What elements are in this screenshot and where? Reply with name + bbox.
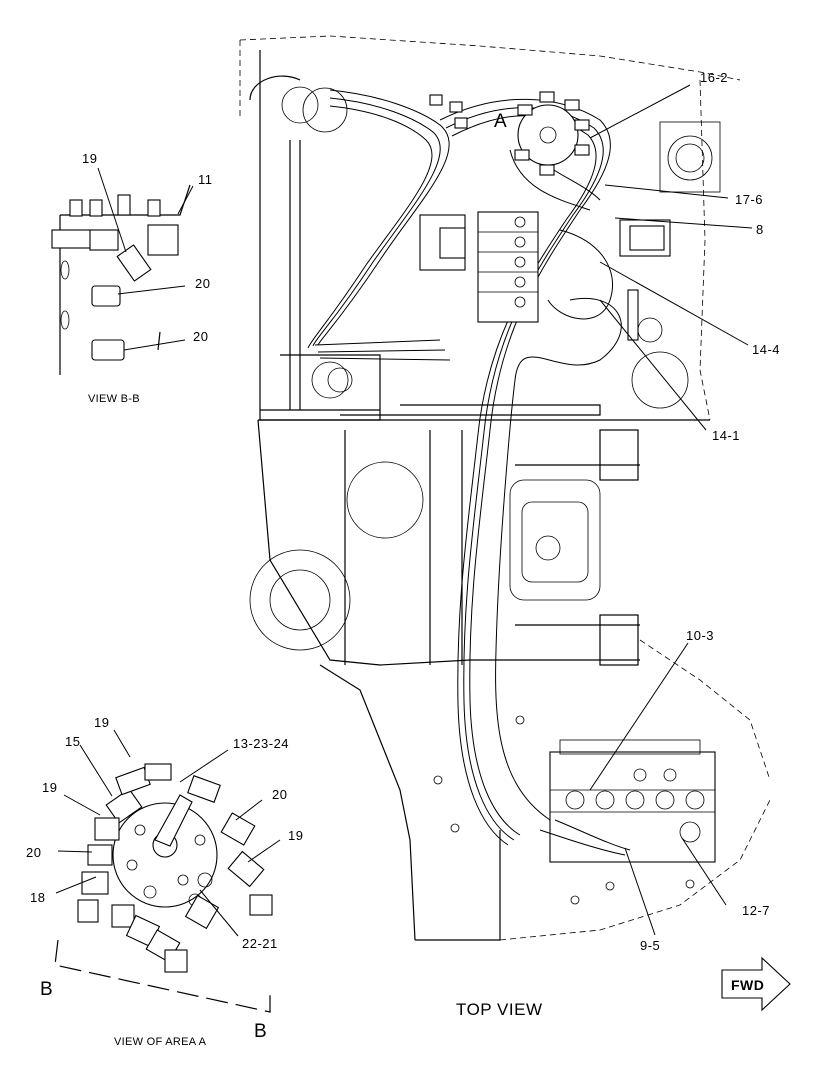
- callout-a-19b: 19: [42, 780, 57, 795]
- middle-manifold: [419, 211, 671, 341]
- callout-labels: 16-2 17-6 8 14-4 14-1 10-3 12-7 9-5 19 1…: [26, 70, 780, 953]
- view-b-b-drawing: [51, 184, 191, 375]
- callout-b-11: 11: [198, 172, 213, 187]
- callout-a-15: 15: [65, 734, 80, 749]
- leader-lines: [55, 84, 753, 937]
- view-b-b-title: VIEW B-B: [88, 393, 140, 405]
- callout-9-5: 9-5: [640, 938, 660, 953]
- callout-8: 8: [756, 222, 764, 237]
- callout-10-3: 10-3: [686, 628, 714, 643]
- callout-a-13-23-24: 13-23-24: [233, 736, 289, 751]
- callout-14-1: 14-1: [712, 428, 740, 443]
- view-area-a-drawing: [54, 763, 273, 1013]
- view-titles: VIEW B-B VIEW OF AREA A TOP VIEW B B A F…: [40, 111, 764, 1048]
- callout-b-20b: 20: [193, 329, 208, 344]
- fwd-arrow: [721, 956, 791, 1012]
- callout-17-6: 17-6: [735, 192, 763, 207]
- section-mark-b-right: B: [254, 1021, 267, 1042]
- callout-12-7: 12-7: [742, 903, 770, 918]
- top-valve-cluster: [429, 91, 590, 176]
- callout-14-4: 14-4: [752, 342, 780, 357]
- callout-a-19a: 19: [94, 715, 109, 730]
- callout-b-19: 19: [82, 151, 97, 166]
- callout-b-20a: 20: [195, 276, 210, 291]
- callout-a-22-21: 22-21: [242, 936, 278, 951]
- top-view-title: TOP VIEW: [456, 1000, 543, 1019]
- callout-a-18: 18: [30, 890, 45, 905]
- fwd-label: FWD: [731, 977, 764, 993]
- callout-a-20a: 20: [272, 787, 287, 802]
- top-view-frame: [239, 35, 771, 941]
- section-mark-b-left: B: [40, 979, 53, 1000]
- callout-a-20b: 20: [26, 845, 41, 860]
- callout-a-19c: 19: [288, 828, 303, 843]
- view-area-a-title: VIEW OF AREA A: [114, 1036, 207, 1048]
- area-mark-a: A: [494, 111, 507, 132]
- callout-16-2: 16-2: [700, 70, 728, 85]
